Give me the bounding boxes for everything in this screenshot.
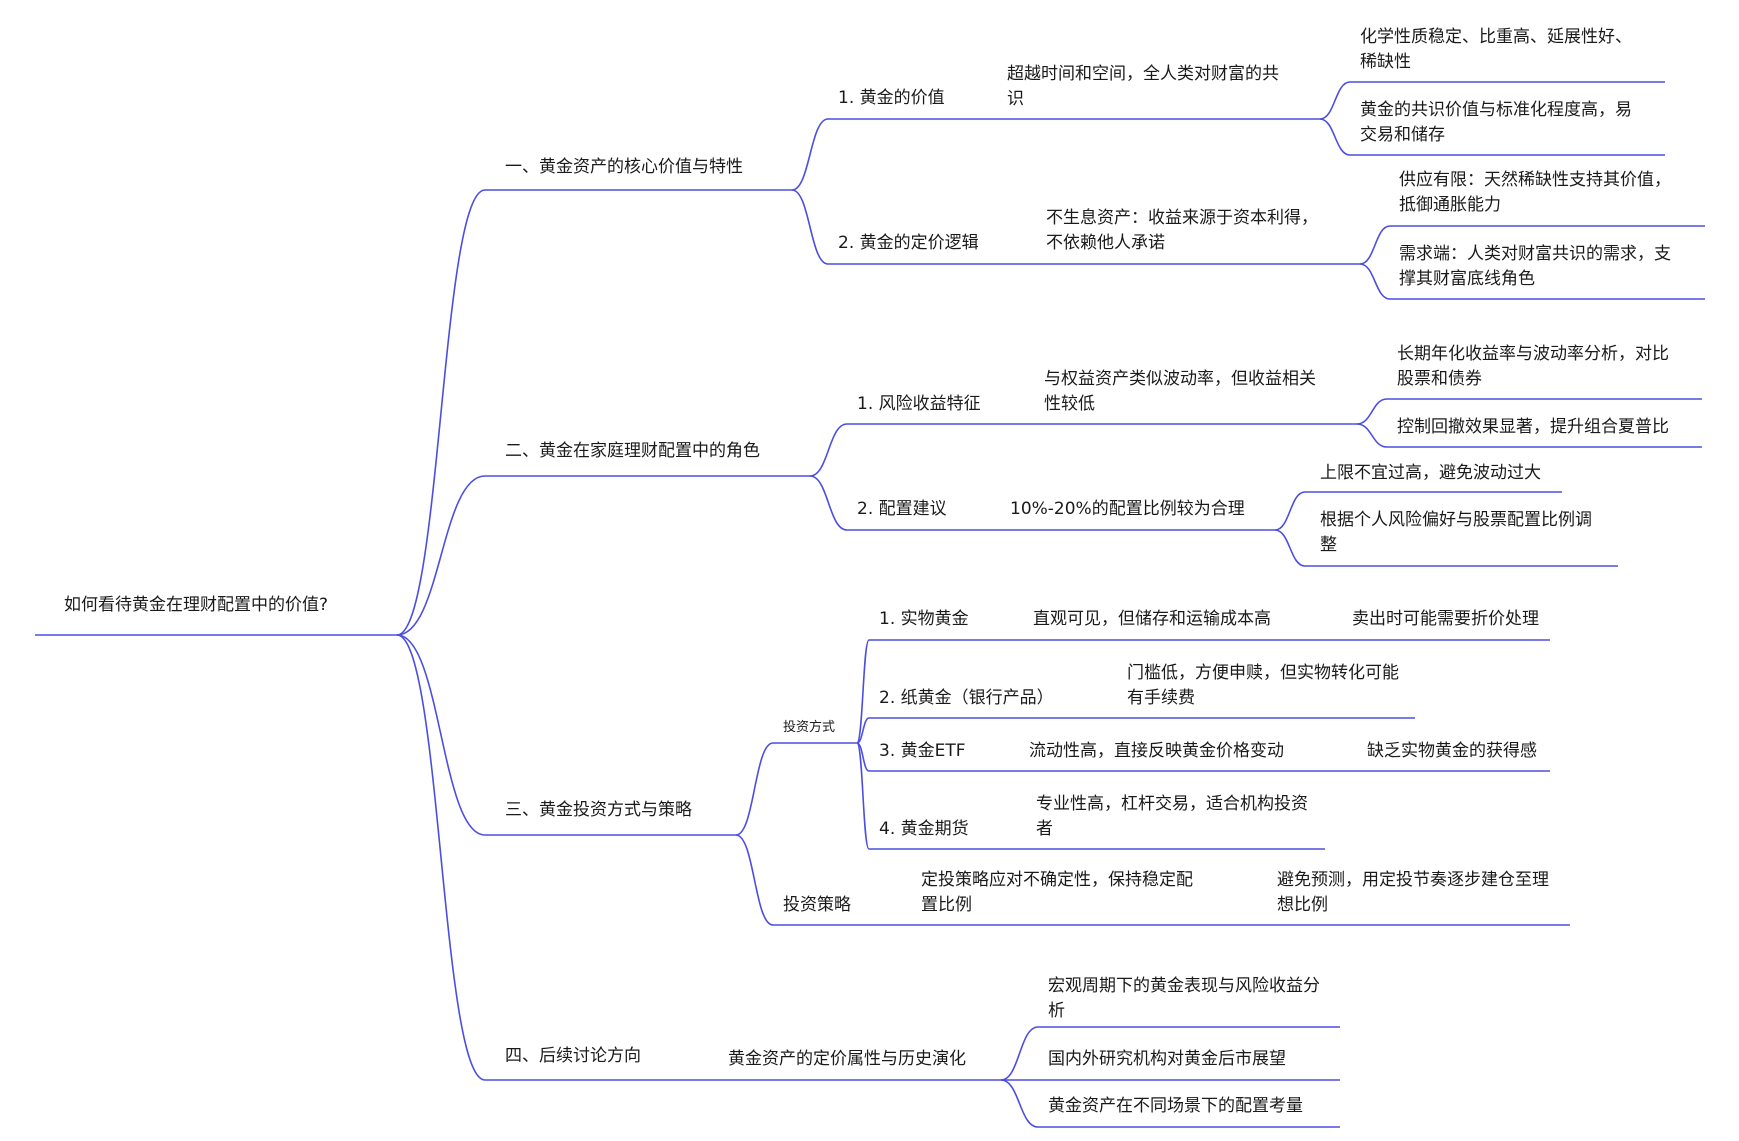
note-pricing-logic[interactable]: 不生息资产：收益来源于资本利得， 不依赖他人承诺 xyxy=(1046,208,1318,253)
leaf-gold-properties[interactable]: 化学性质稳定、比重高、延展性好、 稀缺性 xyxy=(1360,27,1632,72)
topic-investment-strategy[interactable]: 投资策略 xyxy=(783,895,851,915)
note-gold-value[interactable]: 超越时间和空间，全人类对财富的共 识 xyxy=(1007,64,1279,109)
root-topic[interactable]: 如何看待黄金在理财配置中的价值? xyxy=(64,595,329,615)
note-gold-etf[interactable]: 流动性高，直接反映黄金价格变动 xyxy=(1029,741,1284,761)
topic-risk-return[interactable]: 1. 风险收益特征 xyxy=(857,394,981,414)
leaf-personal-preference[interactable]: 根据个人风险偏好与股票配置比例调 整 xyxy=(1320,510,1592,555)
edge-b2-s1-leaf1 xyxy=(1356,398,1388,425)
leaf-supply[interactable]: 供应有限：天然稀缺性支持其价值， 抵御通胀能力 xyxy=(1399,170,1671,215)
branch-future-discussion[interactable]: 四、后续讨论方向 xyxy=(505,1046,641,1066)
edge-root-b2 xyxy=(396,475,486,636)
leaf-institution-outlook[interactable]: 国内外研究机构对黄金后市展望 xyxy=(1048,1049,1286,1069)
branch-family-role[interactable]: 二、黄金在家庭理财配置中的角色 xyxy=(505,441,760,461)
edge-b4-leaf1 xyxy=(1000,1026,1039,1081)
edge-b2-s2-leaf1 xyxy=(1274,491,1306,531)
edge-root-b3 xyxy=(396,634,486,836)
edge-b1-s2-leaf1 xyxy=(1359,225,1391,265)
edge-root-b1 xyxy=(396,189,486,636)
note-paper-gold[interactable]: 门槛低，方便申赎，但实物转化可能 有手续费 xyxy=(1127,663,1399,708)
edge-b2-s1 xyxy=(809,423,848,477)
branch-core-value[interactable]: 一、黄金资产的核心价值与特性 xyxy=(505,157,743,177)
leaf-long-term-return[interactable]: 长期年化收益率与波动率分析，对比 股票和债券 xyxy=(1397,344,1669,389)
method-gold-etf[interactable]: 3. 黄金ETF xyxy=(879,741,966,761)
leaf-discount-on-sale[interactable]: 卖出时可能需要折价处理 xyxy=(1352,609,1539,629)
leaf-avoid-prediction[interactable]: 避免预测，用定投节奏逐步建仓至理 想比例 xyxy=(1277,870,1549,915)
method-gold-futures[interactable]: 4. 黄金期货 xyxy=(879,819,969,839)
topic-investment-methods[interactable]: 投资方式 xyxy=(783,720,836,735)
edge-b4-leaf3 xyxy=(1000,1079,1039,1128)
method-paper-gold[interactable]: 2. 纸黄金（银行产品） xyxy=(879,688,1054,708)
topic-gold-value[interactable]: 1. 黄金的价值 xyxy=(838,88,945,108)
note-dca-strategy[interactable]: 定投策略应对不确定性，保持稳定配 置比例 xyxy=(921,870,1193,915)
branch-methods-strategy[interactable]: 三、黄金投资方式与策略 xyxy=(505,800,692,820)
leaf-upper-limit[interactable]: 上限不宜过高，避免波动过大 xyxy=(1320,463,1541,483)
edge-b1-s1-leaf1 xyxy=(1319,81,1351,120)
note-risk-return[interactable]: 与权益资产类似波动率，但收益相关 性较低 xyxy=(1044,369,1316,414)
note-allocation-ratio[interactable]: 10%-20%的配置比例较为合理 xyxy=(1010,499,1245,519)
leaf-drawdown-control[interactable]: 控制回撤效果显著，提升组合夏普比 xyxy=(1397,417,1669,437)
edge-methods-m1 xyxy=(856,639,870,744)
leaf-demand[interactable]: 需求端：人类对财富共识的需求，支 撑其财富底线角色 xyxy=(1399,244,1671,289)
note-gold-futures[interactable]: 专业性高，杠杆交易，适合机构投资 者 xyxy=(1036,794,1308,839)
edge-methods-m4 xyxy=(856,742,870,850)
topic-allocation-advice[interactable]: 2. 配置建议 xyxy=(857,499,947,519)
edge-b2-s2-leaf2 xyxy=(1274,529,1306,567)
edge-b2-s2 xyxy=(809,475,848,531)
edge-b1-s2-leaf2 xyxy=(1359,263,1391,300)
edge-b3-methods xyxy=(735,742,774,836)
topic-pricing-logic[interactable]: 2. 黄金的定价逻辑 xyxy=(838,233,979,253)
leaf-macro-cycle[interactable]: 宏观周期下的黄金表现与风险收益分 析 xyxy=(1048,976,1320,1021)
method-physical-gold[interactable]: 1. 实物黄金 xyxy=(879,609,969,629)
leaf-scenario-allocation[interactable]: 黄金资产在不同场景下的配置考量 xyxy=(1048,1096,1303,1116)
leaf-no-physical-feel[interactable]: 缺乏实物黄金的获得感 xyxy=(1367,741,1537,761)
edge-methods-m2 xyxy=(856,717,870,744)
edge-b2-s1-leaf2 xyxy=(1356,423,1388,448)
topic-pricing-history[interactable]: 黄金资产的定价属性与历史演化 xyxy=(728,1049,966,1069)
edge-b1-s2 xyxy=(791,189,829,265)
leaf-gold-consensus[interactable]: 黄金的共识价值与标准化程度高，易 交易和储存 xyxy=(1360,100,1632,145)
edge-root-b4 xyxy=(396,634,486,1081)
edge-b1-s1-leaf2 xyxy=(1319,118,1351,156)
edge-b3-strategy xyxy=(735,834,774,926)
edge-b1-s1 xyxy=(791,118,829,191)
note-physical-gold[interactable]: 直观可见，但储存和运输成本高 xyxy=(1033,609,1271,629)
